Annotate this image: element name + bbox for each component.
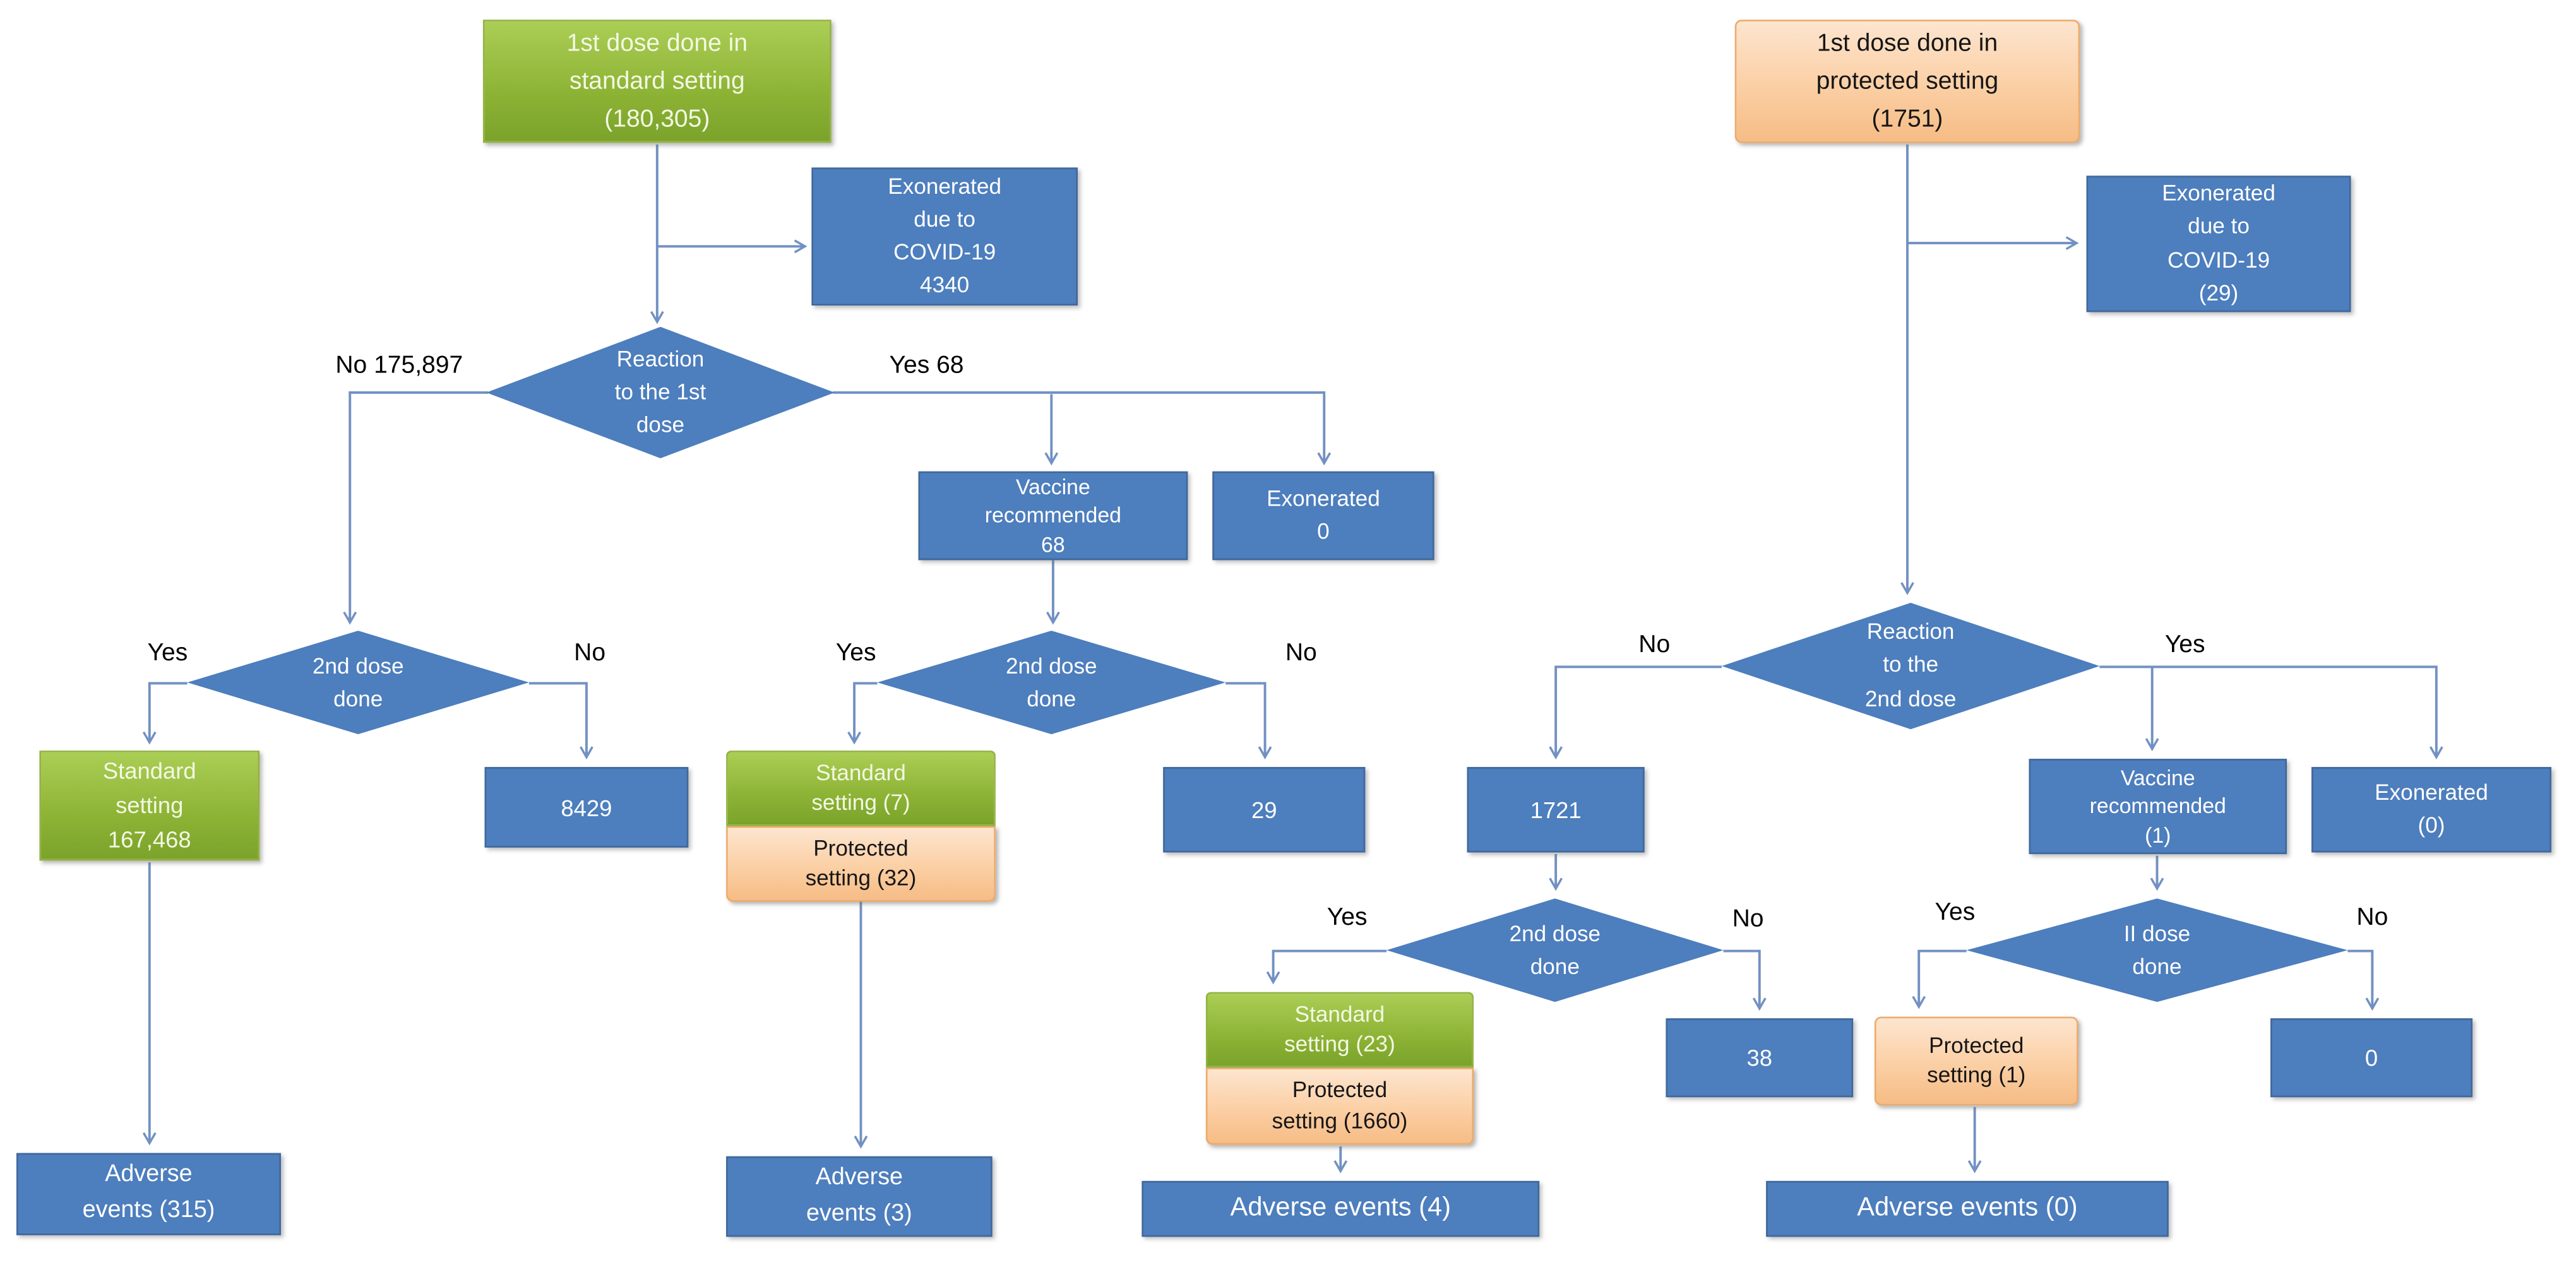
decision-2nd-dose-done-left: 2nd dose done (187, 631, 529, 735)
edge-reaction1-no (343, 391, 488, 625)
edge-reaction2-no (1549, 665, 1722, 760)
branch-label-yes-left: Yes (147, 639, 188, 667)
edge-iidose-no (2347, 949, 2380, 1011)
branch-label-no-left: No (574, 639, 606, 667)
branch-label-yes-iidose: Yes (1935, 898, 1976, 927)
node-adverse-events-4: Adverse events (4) (1142, 1180, 1540, 1237)
node-standard-setting-167468: Standard setting 167,468 (39, 751, 260, 861)
edge-reaction1-yes-to-exonerated0 (833, 391, 1332, 466)
node-vaccine-recommended-68: Vaccine recommended 68 (918, 471, 1188, 561)
edge-dose2right-no (1723, 949, 1767, 1011)
edge-dose2mid-yes (847, 682, 878, 745)
branch-label-no-reaction2: No (1638, 631, 1671, 659)
node-protected-setting-1660: Protected setting (1660) (1205, 1067, 1474, 1145)
node-exonerated-0-right: Exonerated (0) (2311, 767, 2551, 853)
node-adverse-events-0: Adverse events (0) (1766, 1180, 2169, 1237)
branch-label-no-mid: No (1285, 639, 1317, 667)
branch-label-yes-right: Yes (1327, 903, 1368, 932)
node-vaccine-recommended-1: Vaccine recommended (1) (2029, 759, 2287, 855)
edge-dose2right-yes (1266, 949, 1387, 985)
branch-label-no-175897: No 175,897 (335, 351, 463, 380)
branch-label-yes-68: Yes 68 (889, 351, 964, 380)
node-no-ii-dose-0: 0 (2270, 1018, 2473, 1098)
node-no-2nd-dose-38: 38 (1666, 1018, 1854, 1098)
node-protected-setting-1: Protected setting (1) (1874, 1016, 2078, 1106)
node-first-dose-standard-setting: 1st dose done in standard setting (180,3… (482, 20, 832, 143)
edge-dose2mid-no (1225, 682, 1272, 760)
branch-label-no-iidose: No (2356, 903, 2388, 932)
decision-ii-dose-done: II dose done (1966, 898, 2348, 1002)
decision-reaction-to-2nd-dose: Reaction to the 2nd dose (1721, 602, 2100, 730)
node-no-reaction-1721: 1721 (1467, 767, 1645, 853)
node-adverse-events-3: Adverse events (3) (726, 1156, 993, 1237)
node-exonerated-covid-4340: Exonerated due to COVID-19 4340 (811, 167, 1078, 306)
edge-dose2left-yes (142, 682, 188, 745)
node-no-2nd-dose-29: 29 (1163, 767, 1366, 853)
decision-reaction-to-1st-dose: Reaction to the 1st dose (486, 326, 835, 458)
branch-label-yes-reaction2: Yes (2164, 631, 2205, 659)
node-exonerated-covid-29: Exonerated due to COVID-19 (29) (2086, 175, 2351, 312)
branch-label-yes-mid: Yes (835, 639, 876, 667)
decision-2nd-dose-done-mid: 2nd dose done (877, 631, 1226, 735)
node-standard-setting-7: Standard setting (7) (726, 751, 996, 826)
edge-dose2left-no (528, 682, 593, 760)
node-first-dose-protected-setting: 1st dose done in protected setting (1751… (1734, 20, 2080, 143)
edge-iidose-yes (1912, 949, 1967, 1009)
node-adverse-events-315: Adverse events (315) (16, 1153, 281, 1235)
node-exonerated-0: Exonerated 0 (1212, 471, 1434, 561)
node-standard-setting-23: Standard setting (23) (1205, 992, 1474, 1068)
branch-label-no-right: No (1732, 905, 1764, 933)
node-no-2nd-dose-8429: 8429 (484, 767, 689, 848)
node-protected-setting-32: Protected setting (32) (726, 826, 996, 902)
decision-2nd-dose-done-right: 2nd dose done (1386, 898, 1724, 1002)
edge-reaction2-yes-to-exonerated0 (2099, 665, 2443, 760)
